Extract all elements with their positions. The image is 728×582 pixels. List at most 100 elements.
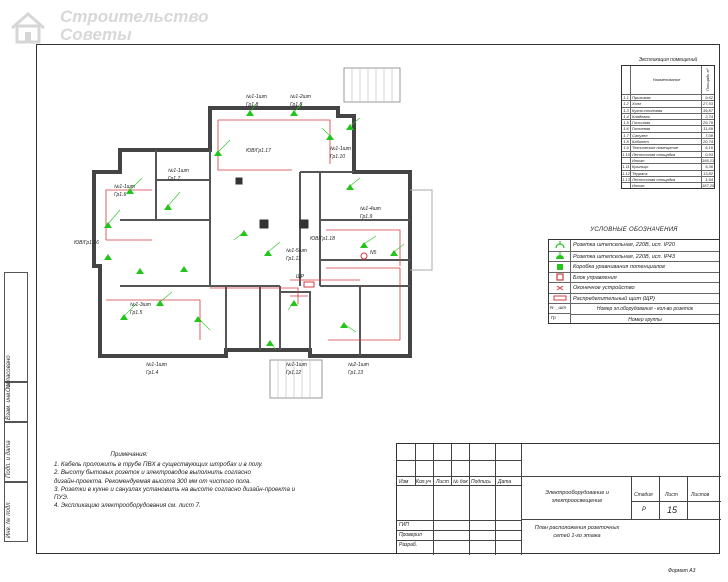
stamp-role: Проверил: [399, 532, 422, 538]
panel-label: ЮВ/Гр1.16: [74, 240, 99, 246]
panel-label: ЮВ/Гр1.18: [310, 236, 335, 242]
explication-name: Итого: [631, 157, 702, 164]
plan-label-group: Гр1.5: [130, 310, 142, 316]
junction-box-icon: [360, 252, 368, 260]
explication-num: 1.7: [622, 132, 631, 139]
format-label: Формат А3: [668, 568, 696, 574]
convention-row: Блок управления: [549, 271, 719, 282]
side-label-sign: Подп. и дата: [6, 440, 12, 478]
explication-name: Лестничная площадка: [631, 151, 702, 157]
convention-text: Коробка уравнивания потенциалов: [573, 264, 665, 270]
title-block: Изм Кол.уч Лист № док Подпись Дата ГИП П…: [396, 443, 721, 555]
watermark-line1: Строительство: [60, 7, 209, 26]
convention-row: Розетка штепсельная, 220В, исп. IP20: [549, 240, 719, 251]
sheet-label: Лист: [665, 492, 678, 498]
note-line: 4. Экспликацию электрооборудования см. л…: [54, 502, 201, 510]
explication-area: 0,93: [705, 151, 713, 157]
explication-name: Терраса: [631, 170, 702, 176]
explication-name: Прихожая: [631, 95, 702, 101]
stamp-col: Кол.уч: [416, 479, 431, 485]
plan-label-group: Гр1.4: [146, 370, 158, 376]
explication-name: Кладовая: [631, 113, 702, 120]
socket-ip20-icon: [549, 240, 571, 251]
plan-label-item: №2-1шт: [348, 362, 369, 368]
note-line: 3. Розетки в кухне и санузлах установить…: [54, 485, 296, 493]
side-label-replace: Взам. инв. №: [6, 382, 12, 420]
explication-header: Наименование Площадь м²: [622, 66, 714, 94]
explication-name: Крыльцо: [631, 164, 702, 170]
stamp-col: Лист: [436, 479, 449, 485]
stamp-title1: Электрооборудование и электроосвещение: [545, 490, 609, 504]
explication-num: 1.11: [622, 164, 631, 170]
plan-label-item: №1-1шт: [168, 168, 189, 174]
stamp-title2: План расположения розеточных сетей 1-го …: [534, 525, 620, 539]
explication-area: 20,74: [702, 139, 713, 145]
stamp-role: Разраб.: [399, 542, 418, 548]
explication-num: 1.5: [622, 120, 631, 126]
explication-num: [622, 157, 631, 164]
strip-cell: [4, 482, 28, 542]
key-sym-bottom: Гр: [551, 315, 556, 320]
plan-label-group: Гр1.13: [348, 370, 363, 376]
explication-area: 1,94: [705, 176, 713, 182]
explication-area: 166,13: [702, 157, 715, 163]
stamp-col: Изм: [399, 479, 409, 485]
explication-num: 1.13: [622, 176, 631, 183]
conventions-legend: УСЛОВНЫЕ ОБОЗНАЧЕНИЯ Розетка штепсельная…: [548, 227, 720, 324]
header-area: Площадь м²: [705, 68, 710, 92]
explication-area: 29,79: [702, 120, 713, 126]
note-line: ПУЭ.: [54, 494, 69, 502]
panel-label: ЮВ/Гр1.17: [246, 148, 271, 154]
explication-name: Гостиная: [631, 120, 702, 126]
explication-area: 5,36: [705, 164, 713, 170]
stamp-col: Подпись: [471, 479, 491, 485]
strip-cell: [4, 422, 28, 482]
plan-label-group: Гр1.7: [168, 176, 180, 182]
convention-text: Распределительный щит (ЩР): [573, 295, 656, 302]
house-logo-icon: [11, 12, 45, 44]
strip-cell: [4, 272, 28, 382]
watermark-line2: Советы: [60, 25, 132, 44]
explication-area: 2,74: [705, 113, 713, 119]
plan-label-group: Гр1.10: [330, 154, 345, 160]
note-line: дизайн-проекта. Рекомендуемая высота 300…: [54, 477, 252, 485]
plan-label-item: №1-5шт: [286, 248, 307, 254]
junction-box-icon: [549, 262, 571, 272]
explication-title: Экспликация помещений: [638, 57, 698, 63]
sheet-value: 15: [667, 505, 678, 515]
convention-text: Розетка штепсельная, 220В, исп. IP43: [573, 253, 675, 260]
sockets: [104, 110, 398, 346]
distribution-board-icon: [549, 293, 571, 303]
explication-name: Итого: [631, 183, 702, 189]
explication-table: Экспликация помещений Наименование Площа…: [621, 57, 715, 190]
plan-label-item: №1-1шт: [286, 362, 307, 368]
approval-strip: Согласовано Взам. инв. № Подп. и дата Ин…: [4, 272, 28, 542]
convention-row: Оконечное устройство: [549, 282, 719, 293]
key-line1: Номер эл.оборудования - кол-во розеток: [571, 304, 719, 315]
key-symbol: N- _шт Гр: [549, 304, 571, 323]
plan-label-group: Гр1.6: [114, 192, 126, 198]
strip-cell: [4, 382, 28, 422]
key-line2: Номер группы: [628, 317, 662, 323]
explication-area: 187,25: [702, 183, 715, 189]
key-text: Номер эл.оборудования - кол-во розеток Н…: [571, 304, 719, 323]
socket-ip43-icon: [549, 251, 571, 261]
shield-label: ЩР: [296, 274, 305, 280]
plan-label-item: №1-3шт: [130, 302, 151, 308]
inner-walls: [120, 150, 410, 356]
explication-num: 1.3: [622, 107, 631, 113]
